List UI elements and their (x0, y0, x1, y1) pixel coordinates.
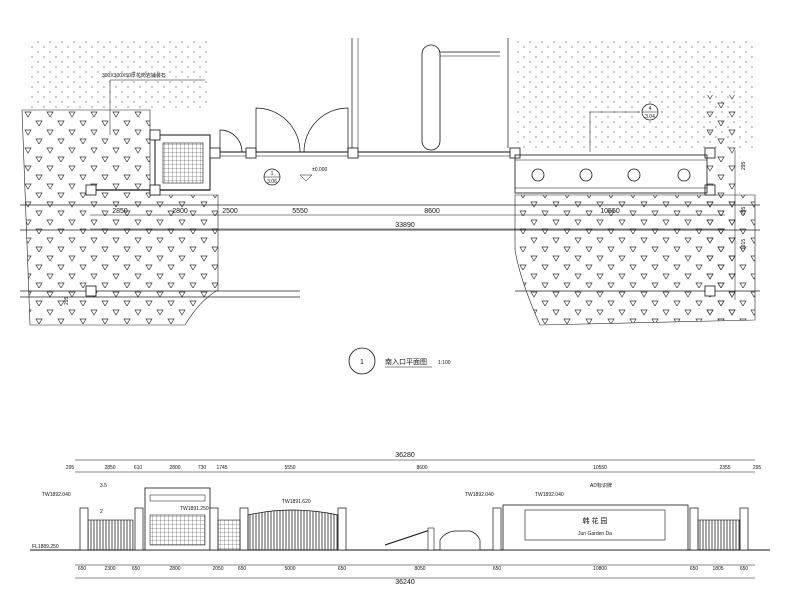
door-swing-2 (303, 107, 349, 153)
svg-text:650: 650 (493, 566, 502, 572)
svg-text:TW1891.620: TW1891.620 (282, 499, 311, 505)
sign-wall (502, 504, 689, 551)
plan-view: 300X300X50厚花岗岩铺装石 1 3.06 4 3.04 ±0.000 2… (20, 38, 760, 375)
svg-text:295: 295 (741, 206, 747, 215)
svg-text:2800: 2800 (169, 566, 180, 572)
svg-text:2050: 2050 (212, 566, 223, 572)
sign-text: 韩 花 园 (583, 516, 608, 525)
svg-text:3.5: 3.5 (100, 483, 107, 489)
svg-text:TW1892.040: TW1892.040 (535, 492, 564, 498)
svg-text:2500: 2500 (222, 208, 238, 215)
svg-text:1: 1 (271, 171, 274, 177)
plan-scale: 1:100 (438, 360, 451, 366)
elev-top-dims: 295 2850 610 2800 730 1745 5550 8600 105… (66, 465, 762, 471)
paving-note: 300X300X50厚花岗岩铺装石 (102, 72, 166, 79)
svg-text:650: 650 (338, 566, 347, 572)
svg-text:2850: 2850 (112, 208, 128, 215)
svg-text:AD标识牌: AD标识牌 (590, 482, 612, 489)
svg-text:730: 730 (198, 465, 207, 471)
svg-text:TW1892.040: TW1892.040 (42, 492, 71, 498)
fence-left (87, 519, 134, 551)
svg-text:8050: 8050 (414, 566, 425, 572)
svg-text:650: 650 (740, 566, 749, 572)
svg-text:8600: 8600 (416, 465, 427, 471)
elev-bottom-dims: 650 2300 650 2800 2050 650 5000 650 8050… (78, 566, 749, 572)
planting-area-right (514, 194, 756, 326)
svg-text:295: 295 (741, 161, 747, 170)
svg-text:2800: 2800 (169, 465, 180, 471)
guard-house (154, 134, 211, 191)
level-labels: TW1892.040 TW1891.250 TW1891.620 TW1892.… (32, 482, 612, 550)
svg-text:295: 295 (66, 465, 75, 471)
planting-area-left (21, 109, 219, 326)
svg-text:4: 4 (649, 106, 652, 112)
svg-text:10800: 10800 (593, 566, 607, 572)
main-gate (247, 509, 339, 551)
svg-text:8600: 8600 (424, 208, 440, 215)
elevation-view: 36280 295 2850 610 2800 730 1745 5550 86… (30, 452, 770, 586)
plan-dim-row1: 2850 2800 2500 5550 8600 10550 (112, 208, 620, 215)
dotted-area-left (30, 38, 208, 110)
section-callout-left: 1 3.06 (263, 168, 281, 186)
svg-text:610: 610 (134, 465, 143, 471)
svg-text:295: 295 (753, 465, 762, 471)
svg-text:2300: 2300 (104, 566, 115, 572)
svg-text:5550: 5550 (292, 208, 308, 215)
svg-text:TW1891.250: TW1891.250 (180, 506, 209, 512)
svg-text:650: 650 (690, 566, 699, 572)
dotted-area-right (515, 38, 755, 150)
fence-right (697, 519, 741, 551)
svg-text:2: 2 (100, 509, 103, 515)
svg-text:1805: 1805 (712, 566, 723, 572)
door-swing-1 (255, 107, 301, 153)
svg-text:5000: 5000 (284, 566, 295, 572)
svg-text:650: 650 (238, 566, 247, 572)
plan-total-dim: 33890 (395, 222, 415, 229)
door-swing-3 (219, 129, 243, 153)
svg-text:5550: 5550 (284, 465, 295, 471)
elev-top-total: 36280 (395, 452, 415, 459)
plan-detail-circle (348, 347, 376, 375)
plan-title: 南入口平面图 (385, 357, 427, 366)
elev-bottom-total: 36240 (395, 579, 415, 586)
svg-text:295: 295 (64, 296, 70, 305)
section-callout-right: 4 3.04 (641, 103, 659, 121)
svg-text:10550: 10550 (593, 465, 607, 471)
planter-box (514, 154, 708, 194)
svg-text:3.06: 3.06 (267, 179, 277, 185)
gate-post-markers (85, 129, 716, 297)
svg-text:650: 650 (78, 566, 87, 572)
sign-subtext: Jun Garden Da (578, 531, 612, 537)
svg-text:3.04: 3.04 (645, 114, 655, 120)
svg-text:650: 650 (132, 566, 141, 572)
svg-text:TW1892.040: TW1892.040 (465, 492, 494, 498)
svg-text:FL1889.250: FL1889.250 (32, 544, 59, 550)
car (439, 530, 481, 551)
svg-text:1: 1 (360, 359, 364, 366)
svg-text:2800: 2800 (172, 208, 188, 215)
elevation-mark: ±0.000 (312, 167, 327, 173)
svg-text:2355: 2355 (719, 465, 730, 471)
svg-text:1745: 1745 (216, 465, 227, 471)
barrier-gate (421, 44, 441, 151)
barrier-arm (384, 529, 431, 546)
svg-text:10550: 10550 (600, 208, 620, 215)
svg-text:2850: 2850 (104, 465, 115, 471)
svg-text:1915: 1915 (741, 239, 747, 250)
